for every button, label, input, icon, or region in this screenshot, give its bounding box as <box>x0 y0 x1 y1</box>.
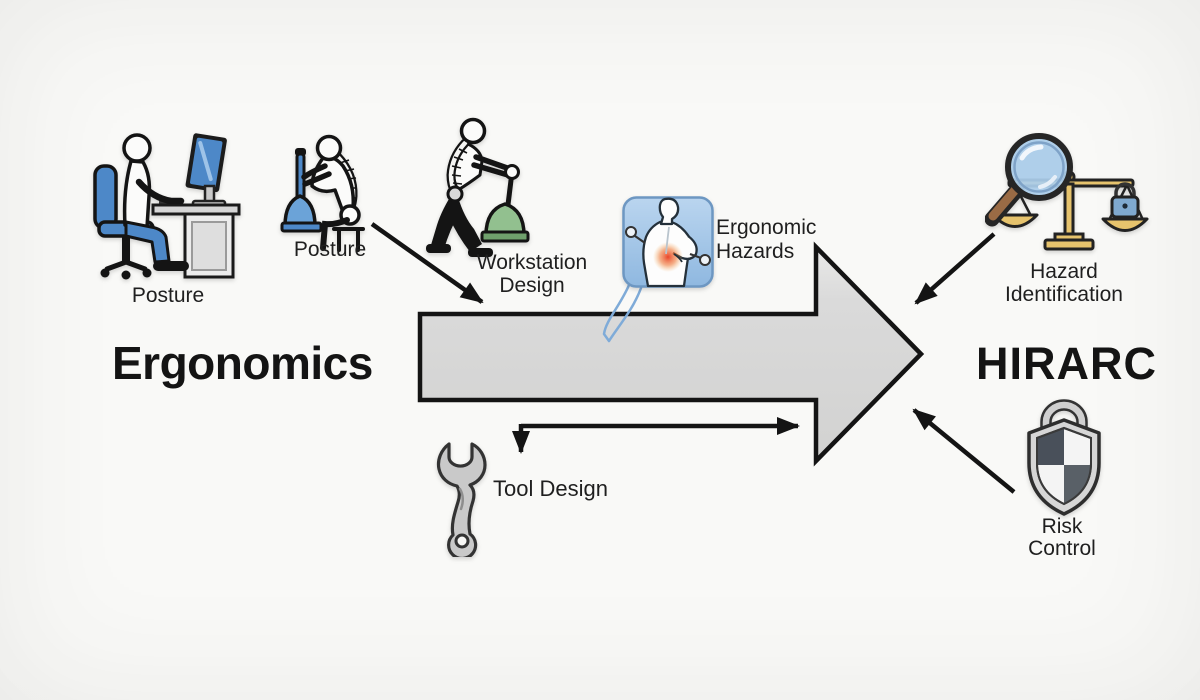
label-posture-desk: Posture <box>131 284 205 307</box>
arrow-riskcontrol-to-process <box>912 408 1016 494</box>
arrow-posture-to-process <box>370 222 484 304</box>
callout-tail <box>602 283 643 343</box>
person-at-desk-icon <box>93 133 241 280</box>
label-hazard-identification: Hazard Identification <box>954 260 1174 306</box>
shield-lock-icon <box>1027 399 1101 516</box>
label-ergonomic-hazards-line2: Hazards <box>716 240 795 263</box>
label-workstation-line1: Workstation <box>476 251 588 274</box>
label-ergonomic-hazards: Ergonomic Hazards <box>716 216 816 264</box>
label-workstation-line2: Design <box>499 274 565 297</box>
label-risk-control-line2: Control <box>1028 537 1096 560</box>
seated-person-tool-icon <box>280 134 365 252</box>
label-hazard-identification-line2: Identification <box>1005 283 1123 306</box>
right-title: HIRARC <box>976 338 1157 389</box>
label-hazard-identification-line1: Hazard <box>1030 260 1098 283</box>
magnifier-scales-icon <box>985 133 1149 251</box>
label-risk-control-line1: Risk <box>1041 515 1083 538</box>
label-workstation-design: Workstation Design <box>452 251 612 297</box>
left-title: Ergonomics <box>112 337 373 389</box>
label-posture-seated: Posture <box>293 238 367 261</box>
bent-worker-tool-icon <box>426 117 530 257</box>
main-process-arrow <box>417 241 925 467</box>
label-tool-design: Tool Design <box>493 476 608 501</box>
wrench-icon <box>436 442 487 557</box>
back-pain-icon <box>622 196 714 288</box>
label-ergonomic-hazards-line1: Ergonomic <box>716 216 817 239</box>
arrow-hazardid-to-process <box>914 232 996 305</box>
label-risk-control: Risk Control <box>992 516 1132 560</box>
